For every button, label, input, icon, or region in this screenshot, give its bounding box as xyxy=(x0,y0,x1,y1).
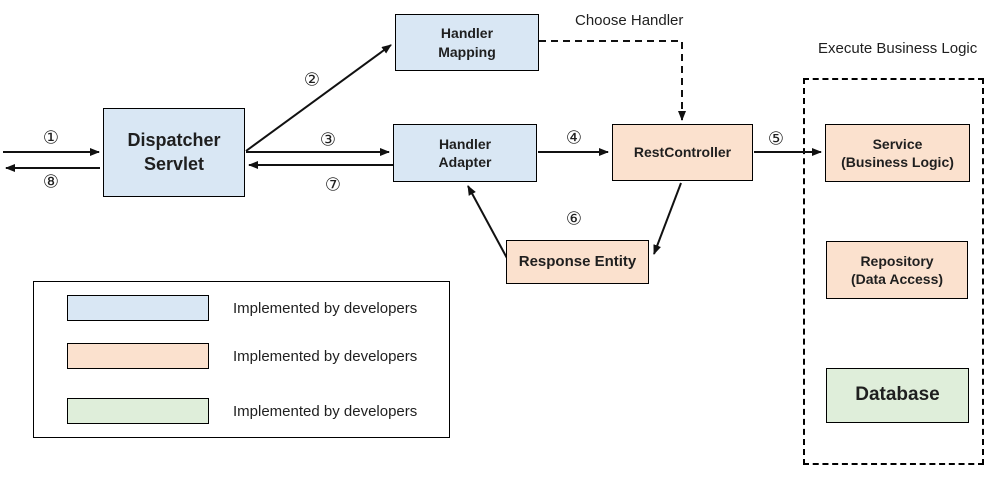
legend-item-blue: Implemented by developers xyxy=(67,295,417,321)
legend-box: Implemented by developers Implemented by… xyxy=(33,281,450,438)
step-3-badge: ③ xyxy=(319,129,337,151)
node-handler-mapping: Handler Mapping xyxy=(395,14,539,71)
node-dispatcher-servlet: Dispatcher Servlet xyxy=(103,108,245,197)
step-4-badge: ④ xyxy=(565,127,583,149)
node-rest-controller: RestController xyxy=(612,124,753,181)
step-6-badge: ⑥ xyxy=(565,208,583,230)
execute-business-logic-label: Execute Business Logic xyxy=(818,40,978,57)
legend-swatch-blue xyxy=(67,295,209,321)
node-response-entity: Response Entity xyxy=(506,240,649,284)
legend-label: Implemented by developers xyxy=(233,347,418,365)
legend-label: Implemented by developers xyxy=(233,402,418,420)
step-7-badge: ⑦ xyxy=(324,174,342,196)
execute-business-logic-region xyxy=(803,78,984,465)
legend-item-green: Implemented by developers xyxy=(67,398,417,424)
step-8-badge: ⑧ xyxy=(42,171,60,193)
node-database: Database xyxy=(826,368,969,423)
legend-label: Implemented by developers xyxy=(233,299,418,317)
arrow-step6-response-entity-to-adapter xyxy=(467,185,509,261)
arrow-step2-to-handler-mapping xyxy=(245,44,392,152)
node-handler-adapter: Handler Adapter xyxy=(393,124,537,182)
choose-handler-label: Choose Handler xyxy=(575,12,684,29)
arrow-choose-handler-dashed xyxy=(539,40,686,121)
node-repository: Repository (Data Access) xyxy=(826,241,968,299)
legend-item-peach: Implemented by developers xyxy=(67,343,417,369)
legend-swatch-peach xyxy=(67,343,209,369)
step-1-badge: ① xyxy=(42,127,60,149)
node-service: Service (Business Logic) xyxy=(825,124,970,182)
arrow-restcontroller-to-response-entity xyxy=(653,182,682,255)
step-2-badge: ② xyxy=(303,69,321,91)
step-5-badge: ⑤ xyxy=(767,128,785,150)
legend-swatch-green xyxy=(67,398,209,424)
